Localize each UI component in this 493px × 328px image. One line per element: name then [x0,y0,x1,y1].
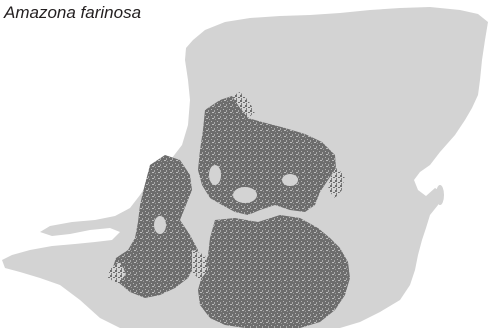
distribution-fringe [232,92,255,118]
distribution-fringe [108,262,126,284]
distribution-area-central [198,96,336,215]
gap-area [233,187,257,203]
gap-area [282,174,298,186]
island [429,40,435,44]
distribution-fringe [192,250,208,280]
gap-area [154,216,166,234]
island [436,185,444,205]
distribution-area-southeast [198,215,350,328]
distribution-fringe [328,168,345,198]
gap-area [209,165,221,185]
species-name-label: Amazona farinosa [4,3,142,22]
